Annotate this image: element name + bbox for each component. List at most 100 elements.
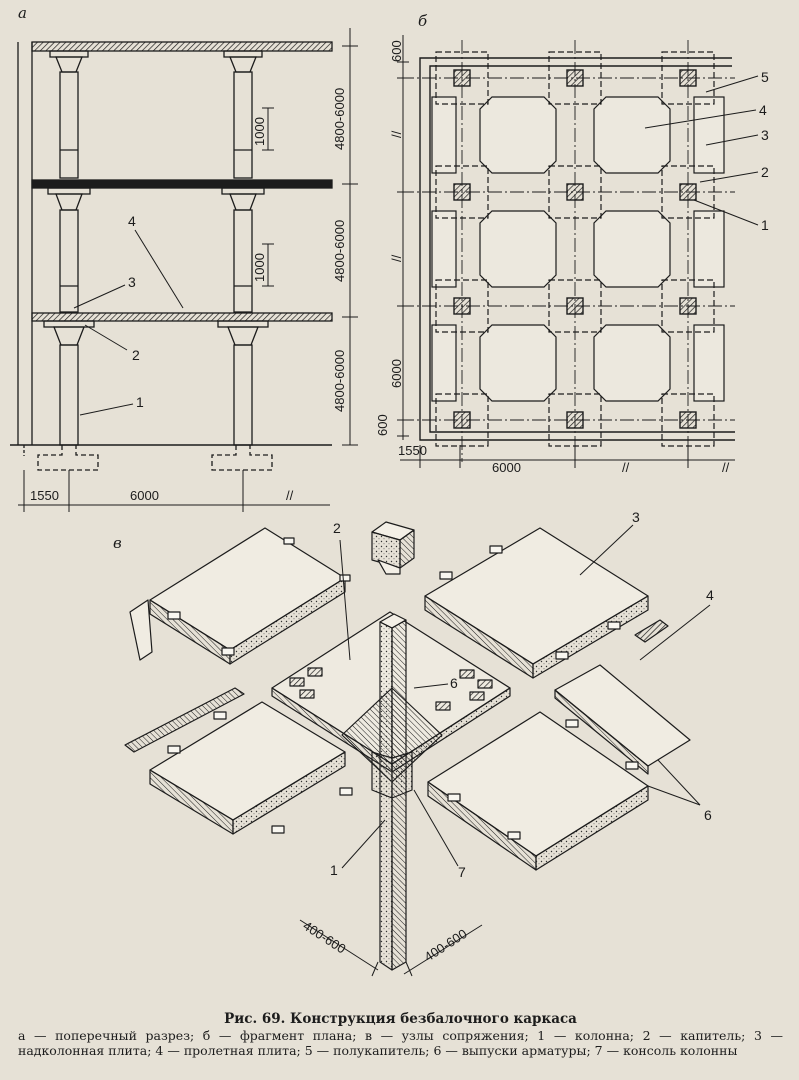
section-width-dimensions	[18, 470, 330, 512]
panel-label-v: в	[113, 534, 122, 552]
isometric-node-view: в	[113, 509, 714, 977]
iso-callout-4: 4	[706, 587, 714, 603]
plan-column-square	[453, 69, 471, 87]
column-slab-nw	[149, 527, 346, 665]
plan-span-panel	[479, 210, 557, 288]
section-callout-2: 2	[132, 347, 140, 363]
column-size-label-left: 400-600	[300, 918, 348, 957]
plan-span-panel	[479, 324, 557, 402]
iso-callout-7: 7	[458, 864, 466, 880]
plan-capital	[548, 279, 602, 333]
plan-side-dimension-label: 1550	[398, 443, 427, 458]
span-dimension-label: 6000	[130, 488, 159, 503]
plan-capital	[661, 165, 715, 219]
section-callout-1: 1	[136, 394, 144, 410]
plan-span-panel	[593, 96, 671, 174]
caption-title: Рис. 69. Конструкция безбалочного каркас…	[224, 1011, 577, 1027]
iso-callout-6-top: 6	[450, 675, 458, 691]
iso-callout-2: 2	[333, 520, 341, 536]
plan-columns	[435, 51, 715, 447]
plan-edge-panel	[693, 210, 725, 288]
plan-column-square	[566, 411, 584, 429]
figure-caption: Рис. 69. Конструкция безбалочного каркас…	[18, 1011, 783, 1059]
plan-edge-panel	[431, 96, 457, 174]
section-height-dimensions	[262, 28, 358, 446]
plan-column-square	[566, 297, 584, 315]
plan-outer-walls	[419, 57, 735, 441]
plan-slab-panels	[431, 96, 725, 402]
plan-callout-5: 5	[761, 69, 769, 85]
panel-label-b: б	[418, 12, 428, 30]
plan-column-square	[566, 69, 584, 87]
section-callout-4: 4	[128, 213, 136, 229]
capital-height-label-1: 1000	[252, 117, 267, 146]
plan-capital	[661, 279, 715, 333]
plan-column-square	[679, 69, 697, 87]
plan-column-square	[679, 411, 697, 429]
iso-leaders	[339, 524, 711, 869]
plan-span-horizontal-label: 6000	[492, 460, 521, 475]
iso-callout-6-right: 6	[704, 807, 712, 823]
plan-span-vertical-label: 6000	[389, 359, 404, 388]
story-height-label-1: 4800-6000	[332, 88, 347, 150]
section-leaders	[73, 229, 184, 416]
plan-capital	[661, 51, 715, 105]
plan-dimensions	[397, 35, 735, 468]
iso-callout-1: 1	[330, 862, 338, 878]
plan-view: б 600 // // 6000 600	[375, 12, 769, 475]
plan-callout-1: 1	[761, 217, 769, 233]
column-head-piece	[371, 521, 415, 575]
iso-callout-3: 3	[632, 509, 640, 525]
plan-edge-top-label: 600	[389, 40, 404, 62]
reinforcement-outlets	[167, 537, 639, 840]
plan-edge-panel	[431, 324, 457, 402]
plan-callout-2: 2	[761, 164, 769, 180]
caption-body: а — поперечный разрез; б — фрагмент план…	[18, 1028, 783, 1058]
figure-69-drawing: а	[10, 4, 769, 977]
capital-height-label-2: 1000	[252, 253, 267, 282]
plan-column-square	[679, 297, 697, 315]
story-height-label-2: 4800-6000	[332, 220, 347, 282]
plan-repeat-mark-2: //	[389, 254, 404, 262]
plan-callout-3: 3	[761, 127, 769, 143]
edge-dimension-label: 1550	[30, 488, 59, 503]
column-base-dimensions	[299, 919, 483, 977]
plan-capital	[548, 165, 602, 219]
plan-repeat-mark-1: //	[389, 130, 404, 138]
plan-capital	[548, 51, 602, 105]
plan-repeat-mark-3: //	[622, 460, 630, 475]
column-slab-sw	[149, 701, 346, 835]
plan-column-square	[679, 183, 697, 201]
section-view: а	[10, 4, 358, 512]
span-slab-strips	[124, 599, 691, 775]
plan-edge-bottom-label: 600	[375, 414, 390, 436]
plan-span-panel	[479, 96, 557, 174]
column-right	[211, 50, 273, 471]
plan-repeat-mark-4: //	[722, 460, 730, 475]
column-shaft	[341, 613, 443, 971]
plan-capital	[435, 51, 489, 105]
section-callout-3: 3	[128, 274, 136, 290]
plan-column-square	[453, 297, 471, 315]
outer-wall	[17, 42, 33, 456]
plan-leaders	[644, 75, 759, 226]
floor-slabs	[10, 41, 333, 446]
panel-label-a: а	[18, 4, 27, 22]
plan-span-panel	[593, 324, 671, 402]
plan-column-square	[566, 183, 584, 201]
column-slab-se	[427, 711, 649, 871]
column-size-label-right: 400-600	[421, 926, 469, 965]
plan-callout-4: 4	[759, 102, 767, 118]
plan-span-panel	[593, 210, 671, 288]
plan-capital	[435, 165, 489, 219]
plan-edge-panel	[431, 210, 457, 288]
plan-edge-panel	[693, 324, 725, 402]
repeat-mark: //	[286, 488, 294, 503]
column-left	[37, 50, 99, 471]
plan-column-square	[453, 183, 471, 201]
story-height-label-3: 4800-6000	[332, 350, 347, 412]
plan-capital	[435, 393, 489, 447]
plan-edge-panel	[693, 96, 725, 174]
plan-column-square	[453, 411, 471, 429]
plan-capital	[435, 279, 489, 333]
